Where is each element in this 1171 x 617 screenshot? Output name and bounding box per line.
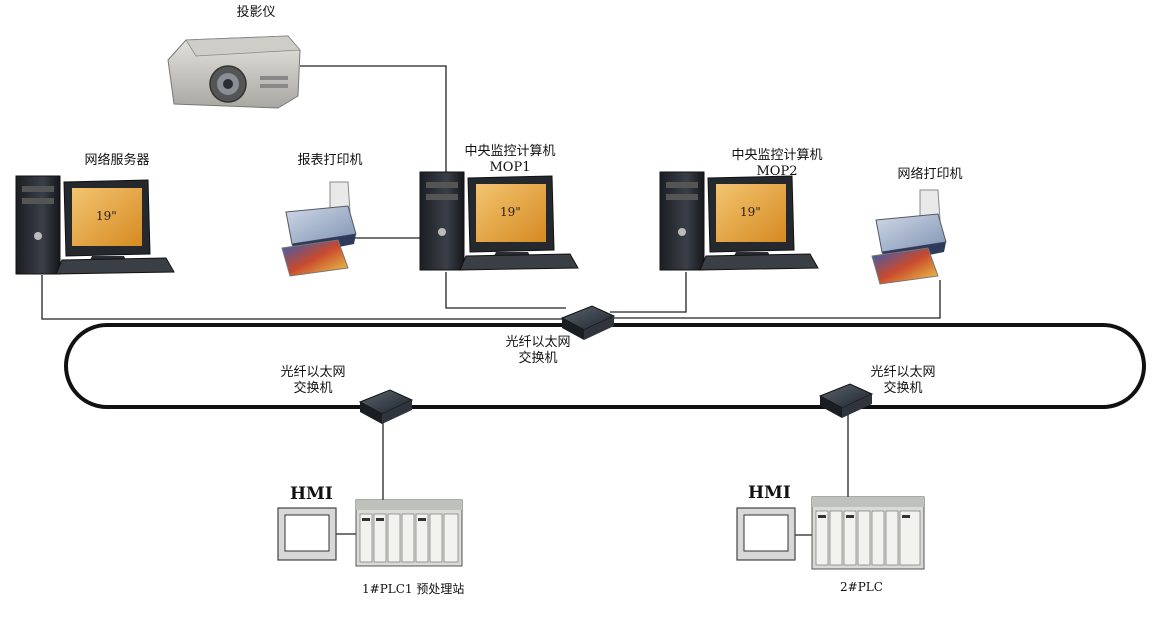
station2-caption: 2#PLC xyxy=(840,580,883,594)
switch-top-label-line2: 交换机 xyxy=(518,351,558,366)
mop1-label-line2: MOP1 xyxy=(489,160,531,175)
connection-lines xyxy=(41,65,941,536)
fiber-ring xyxy=(64,323,1146,409)
mop2-label: 中央监控计算机 MOP2 xyxy=(712,148,842,180)
mop1-computer-icon: 19" xyxy=(419,171,579,271)
server-screen-size: 19" xyxy=(96,209,117,223)
plc1-rack-icon xyxy=(355,499,463,567)
switch-right-icon xyxy=(818,383,874,418)
switch-left-label-line2: 交换机 xyxy=(293,381,333,396)
server-label: 网络服务器 xyxy=(84,153,150,168)
hmi2-label: HMI xyxy=(748,483,791,503)
switch-left-label-line1: 光纤以太网 xyxy=(280,365,346,380)
hmi1-panel-icon xyxy=(277,507,337,561)
switch-left-icon xyxy=(358,389,414,424)
network-printer-icon xyxy=(871,189,947,285)
report-printer-icon xyxy=(281,181,357,277)
switch-right-label-line2: 交换机 xyxy=(883,381,923,396)
projector-label: 投影仪 xyxy=(236,5,276,20)
switch-top-label-line1: 光纤以太网 xyxy=(505,335,571,350)
link-netprinter-switch xyxy=(610,280,941,319)
plc2-rack-icon xyxy=(811,496,925,570)
mop2-label-line2: MOP2 xyxy=(756,164,798,179)
mop1-label: 中央监控计算机 MOP1 xyxy=(450,144,570,176)
mop1-label-line1: 中央监控计算机 xyxy=(464,144,556,159)
mop1-screen-size: 19" xyxy=(500,205,521,219)
mop2-screen-size: 19" xyxy=(740,205,761,219)
projector-icon xyxy=(167,35,301,109)
station1-caption: 1#PLC1 预处理站 xyxy=(362,582,465,596)
link-server-switch xyxy=(41,275,566,320)
link-projector-mop1 xyxy=(300,65,447,180)
switch-top-label: 光纤以太网 交换机 xyxy=(493,335,583,367)
switch-right-label-line1: 光纤以太网 xyxy=(870,365,936,380)
mop2-computer-icon: 19" xyxy=(659,171,819,271)
switch-right-label: 光纤以太网 交换机 xyxy=(858,365,948,397)
network-printer-label: 网络打印机 xyxy=(897,167,963,182)
hmi2-panel-icon xyxy=(736,507,796,561)
switch-top-icon xyxy=(560,305,616,340)
mop2-label-line1: 中央监控计算机 xyxy=(731,148,823,163)
report-printer-label: 报表打印机 xyxy=(297,153,363,168)
server-computer-icon: 19" xyxy=(15,175,175,275)
link-mop1-switch xyxy=(445,272,566,309)
switch-left-label: 光纤以太网 交换机 xyxy=(268,365,358,397)
hmi1-label: HMI xyxy=(290,484,333,504)
link-mop2-switch xyxy=(610,272,687,313)
